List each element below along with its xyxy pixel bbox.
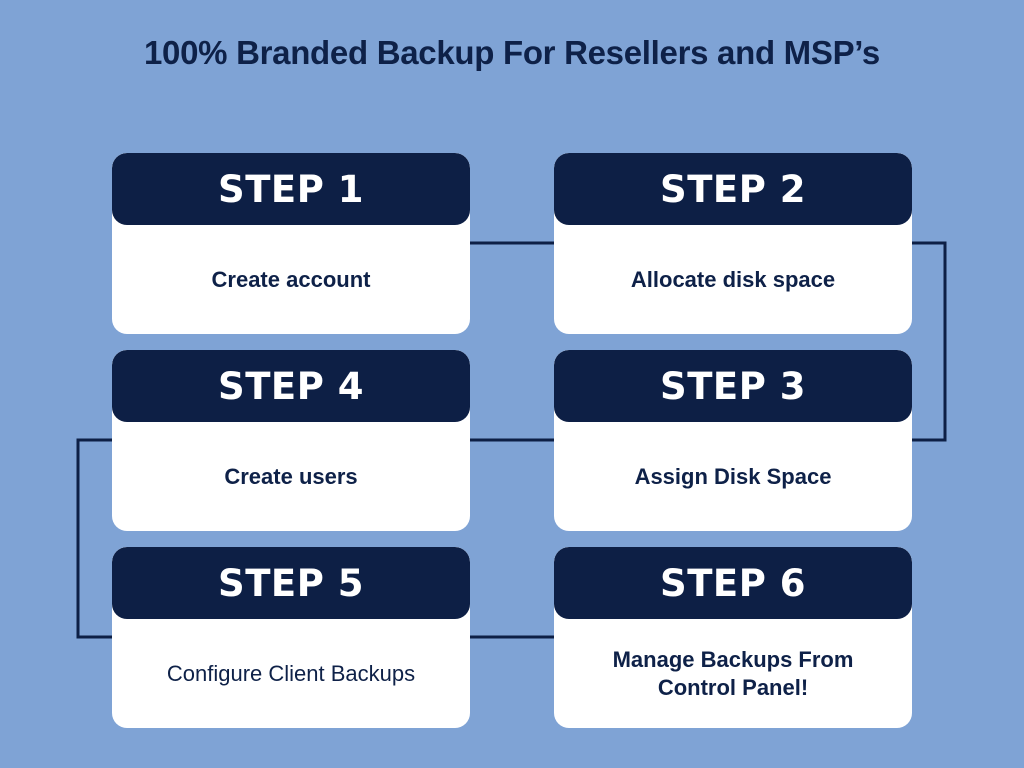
step-label-6: STEP 6 — [660, 561, 806, 605]
step-card-5: STEP 5 Configure Client Backups — [112, 547, 470, 728]
step-card-1: STEP 1 Create account — [112, 153, 470, 334]
step-header-6: STEP 6 — [554, 547, 912, 619]
step-body-2: Allocate disk space — [554, 225, 912, 334]
page-title: 100% Branded Backup For Resellers and MS… — [144, 34, 880, 71]
step-header-4: STEP 4 — [112, 350, 470, 422]
step-header-3: STEP 3 — [554, 350, 912, 422]
step-label-5: STEP 5 — [218, 561, 364, 605]
step-text-1: Create account — [211, 266, 371, 292]
step-card-3: STEP 3 Assign Disk Space — [554, 350, 912, 531]
step-label-1: STEP 1 — [218, 167, 364, 211]
step-header-5: STEP 5 — [112, 547, 470, 619]
step-body-4: Create users — [112, 422, 470, 531]
connector-step2-step3 — [911, 241, 947, 442]
step-card-2: STEP 2 Allocate disk space — [554, 153, 912, 334]
step-text-6: Manage Backups From Control Panel! — [612, 646, 854, 700]
step-label-2: STEP 2 — [660, 167, 806, 211]
step-text-4: Create users — [224, 463, 358, 489]
step-header-2: STEP 2 — [554, 153, 912, 225]
step-text-3: Assign Disk Space — [634, 463, 832, 489]
step-header-1: STEP 1 — [112, 153, 470, 225]
connector-step4-step5 — [76, 438, 112, 639]
step-body-5: Configure Client Backups — [112, 619, 470, 728]
step-card-6: STEP 6 Manage Backups From Control Panel… — [554, 547, 912, 728]
step-body-6: Manage Backups From Control Panel! — [554, 619, 912, 728]
step-body-1: Create account — [112, 225, 470, 334]
step-text-2: Allocate disk space — [630, 266, 836, 292]
step-text-5: Configure Client Backups — [166, 660, 416, 686]
step-body-3: Assign Disk Space — [554, 422, 912, 531]
step-label-4: STEP 4 — [218, 364, 364, 408]
step-card-4: STEP 4 Create users — [112, 350, 470, 531]
step-label-3: STEP 3 — [660, 364, 806, 408]
